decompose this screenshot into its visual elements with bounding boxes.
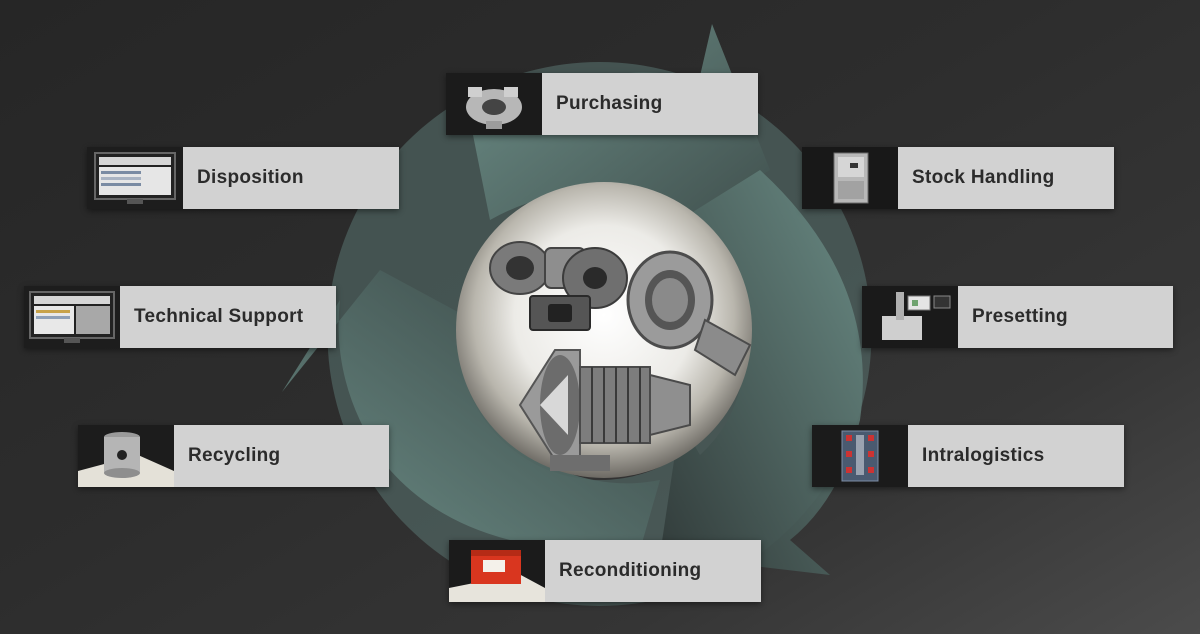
stage-reconditioning[interactable]: Reconditioning bbox=[449, 540, 761, 602]
stage-label: Purchasing bbox=[542, 73, 758, 135]
cycle-arrow-left bbox=[282, 270, 660, 551]
presetting-machine-icon bbox=[862, 286, 958, 348]
stage-stock-handling[interactable]: Stock Handling bbox=[802, 147, 1114, 209]
stage-technical-support[interactable]: Technical Support bbox=[24, 286, 336, 348]
stage-recycling[interactable]: Recycling bbox=[78, 425, 389, 487]
stage-label: Recycling bbox=[174, 425, 389, 487]
stage-label: Stock Handling bbox=[898, 147, 1114, 209]
turbocharger-icon bbox=[446, 73, 542, 135]
stage-label: Disposition bbox=[183, 147, 399, 209]
red-container-icon bbox=[449, 540, 545, 602]
turbine-housing-part bbox=[626, 250, 752, 377]
stage-intralogistics[interactable]: Intralogistics bbox=[812, 425, 1124, 487]
stage-presetting[interactable]: Presetting bbox=[862, 286, 1173, 348]
stage-label: Technical Support bbox=[120, 286, 336, 348]
recycling-bin-icon bbox=[78, 425, 174, 487]
stage-label: Reconditioning bbox=[545, 540, 761, 602]
turbocharger-part bbox=[489, 241, 628, 331]
monitor-icon bbox=[87, 147, 183, 209]
center-image bbox=[456, 182, 752, 478]
monitor-icon bbox=[24, 286, 120, 348]
tool-rack-icon bbox=[812, 425, 908, 487]
stage-purchasing[interactable]: Purchasing bbox=[446, 73, 758, 135]
stage-label: Presetting bbox=[958, 286, 1173, 348]
jet-engine-part bbox=[518, 349, 691, 471]
stage-disposition[interactable]: Disposition bbox=[87, 147, 399, 209]
stage-label: Intralogistics bbox=[908, 425, 1124, 487]
storage-cabinet-icon bbox=[802, 147, 898, 209]
